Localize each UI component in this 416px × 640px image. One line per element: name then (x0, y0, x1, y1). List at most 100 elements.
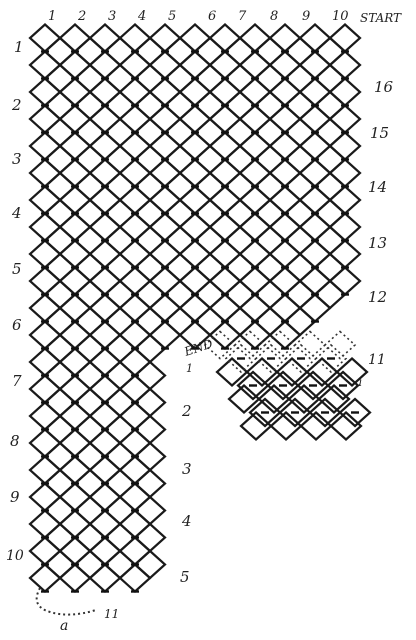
mesh-diamond (90, 538, 120, 565)
mesh-diamond (105, 551, 135, 578)
mesh-diamond (150, 268, 180, 295)
mesh-diamond (60, 133, 90, 160)
mesh-diamond (285, 119, 315, 146)
mesh-diamond (75, 443, 105, 470)
mesh-diamond (60, 106, 90, 133)
mesh-diamond (315, 92, 345, 119)
mesh-diamond (75, 524, 105, 551)
mesh-diamond (30, 214, 60, 241)
mesh-diamond (45, 227, 75, 254)
mesh-diamond (240, 268, 270, 295)
mesh-diamond (120, 187, 150, 214)
mesh-diamond (255, 227, 285, 254)
mesh-diamond (60, 160, 90, 187)
mesh-diamond (270, 79, 300, 106)
mesh-diamond (255, 38, 285, 65)
mesh-diamond (225, 173, 255, 200)
mesh-diamond (150, 79, 180, 106)
mesh-diamond (315, 227, 345, 254)
mesh-diamond (120, 403, 150, 430)
mesh-diamond (75, 254, 105, 281)
mesh-diamond (60, 25, 90, 52)
mesh-diamond (285, 227, 315, 254)
mesh-diamond (120, 268, 150, 295)
mesh-diamond (300, 106, 330, 133)
mesh-diamond (165, 38, 195, 65)
mesh-diamond (105, 389, 135, 416)
mesh-diamond (255, 254, 285, 281)
mesh-diamond (330, 187, 360, 214)
mesh-diamond (45, 146, 75, 173)
mesh-diamond (285, 38, 315, 65)
mesh-diamond (90, 214, 120, 241)
mesh-diamond (30, 241, 60, 268)
mesh-diamond (135, 119, 165, 146)
mesh-diamond (45, 443, 75, 470)
mesh-diamond (240, 295, 270, 322)
mesh-diamond (30, 295, 60, 322)
row-number-left: 6 (12, 316, 22, 334)
mesh-diamond (75, 308, 105, 335)
row-number-left: 5 (12, 260, 22, 278)
mesh-diamond (90, 241, 120, 268)
mesh-diamond (195, 173, 225, 200)
mesh-diamond (255, 119, 285, 146)
mesh-diamond (120, 565, 150, 592)
mesh-diamond (240, 25, 270, 52)
mesh-diamond (330, 241, 360, 268)
mesh-diamond (180, 79, 210, 106)
start-label: START (360, 11, 402, 25)
loop-marker: a (355, 375, 362, 389)
column-number: 9 (302, 9, 310, 24)
mesh-diamond (150, 106, 180, 133)
row-number-right: 15 (370, 124, 389, 142)
mesh-diamond (180, 214, 210, 241)
mesh-diamond (300, 241, 330, 268)
mesh-diamond (135, 308, 165, 335)
mesh-diamond (210, 79, 240, 106)
mesh-diamond (165, 308, 195, 335)
mesh-diamond (270, 25, 300, 52)
mesh-diamond (105, 335, 135, 362)
row-number-left: 9 (10, 488, 20, 506)
mesh-diamond (165, 92, 195, 119)
mesh-diamond (135, 173, 165, 200)
mesh-diamond (270, 106, 300, 133)
mesh-diamond (105, 38, 135, 65)
mesh-diamond (270, 295, 300, 322)
mesh-grid (30, 25, 370, 592)
mesh-diamond (30, 376, 60, 403)
mesh-diamond (165, 227, 195, 254)
mesh-diamond (45, 308, 75, 335)
mesh-diamond (60, 376, 90, 403)
mesh-diamond (135, 227, 165, 254)
mesh-diamond (135, 281, 165, 308)
mesh-diamond (255, 173, 285, 200)
mesh-diamond (105, 470, 135, 497)
mesh-diamond (45, 524, 75, 551)
mesh-diamond (270, 214, 300, 241)
mesh-diamond (30, 511, 60, 538)
mesh-diamond (75, 173, 105, 200)
mesh-diamond (150, 241, 180, 268)
mesh-diamond (75, 389, 105, 416)
mesh-diamond (225, 146, 255, 173)
mesh-diamond (225, 227, 255, 254)
mesh-diamond (90, 403, 120, 430)
row-number-left: 2 (11, 96, 22, 114)
mesh-diamond (30, 79, 60, 106)
mesh-diamond (120, 484, 150, 511)
loop-count-bottom: 11 (104, 607, 119, 621)
mesh-diamond (240, 187, 270, 214)
mesh-diamond (150, 160, 180, 187)
mesh-diamond (150, 187, 180, 214)
mesh-diamond (180, 25, 210, 52)
mesh-diamond (60, 430, 90, 457)
mesh-dotted-continuation (205, 332, 355, 373)
mesh-diamond (195, 92, 225, 119)
mesh-knots (41, 52, 359, 592)
mesh-diamond (240, 52, 270, 79)
mesh-diamond (135, 524, 165, 551)
mesh-diamond (105, 200, 135, 227)
